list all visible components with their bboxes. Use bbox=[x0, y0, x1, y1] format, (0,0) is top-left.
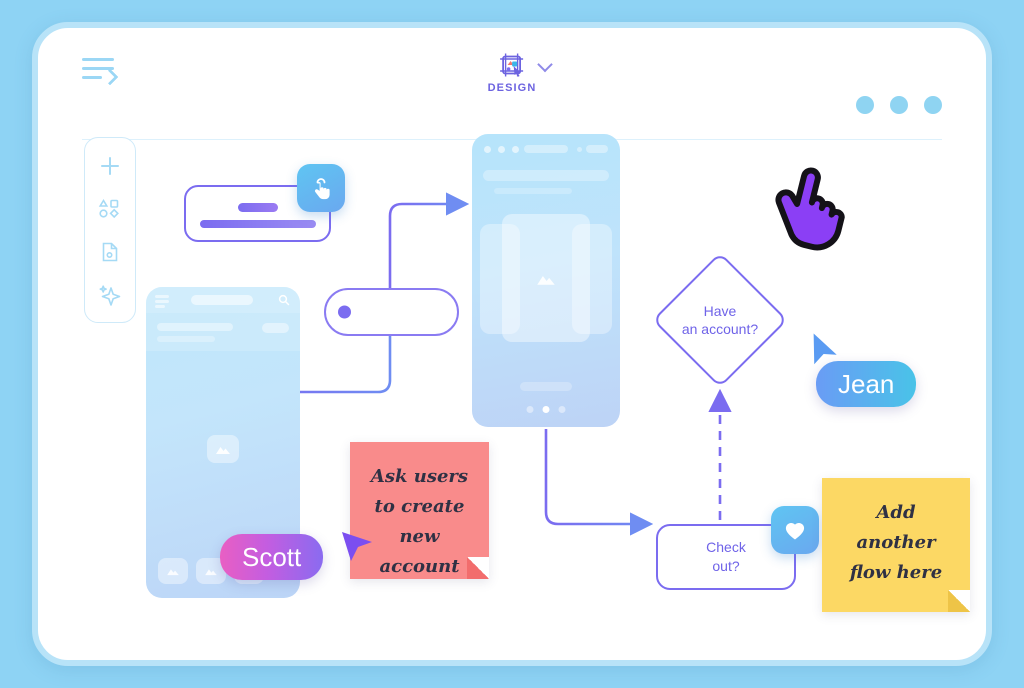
hamburger-menu-icon[interactable] bbox=[82, 58, 119, 86]
phone-mockup-center[interactable] bbox=[472, 134, 620, 427]
sticky-line-3: new account bbox=[379, 526, 460, 577]
mockup-chip bbox=[262, 323, 289, 333]
window-dot-2[interactable] bbox=[890, 96, 908, 114]
mockup-text-row bbox=[483, 170, 609, 181]
flow-connectors bbox=[254, 192, 732, 536]
mockup-search-field bbox=[191, 295, 253, 305]
diamond-label: Have an account? bbox=[656, 256, 784, 384]
sticky-line-1: Add bbox=[876, 502, 916, 523]
pointing-hand-cursor-icon bbox=[775, 167, 845, 251]
plus-icon[interactable] bbox=[97, 153, 123, 179]
mockup-carousel-side bbox=[480, 224, 520, 334]
mockup-menu-line bbox=[155, 295, 169, 298]
checkout-line-2: out? bbox=[712, 558, 740, 574]
card-input-bar bbox=[199, 220, 316, 228]
window-controls[interactable] bbox=[856, 96, 942, 114]
mockup-action-chip bbox=[586, 145, 608, 153]
window-dot-1[interactable] bbox=[856, 96, 874, 114]
app-window-inner: DESIGN bbox=[44, 34, 980, 654]
mockup-menu-line bbox=[155, 305, 165, 308]
mountain-icon bbox=[167, 569, 179, 576]
sticky-fold-corner bbox=[467, 557, 489, 579]
mockup-text-row bbox=[520, 382, 572, 391]
mockup-window-dots bbox=[484, 146, 519, 153]
heart-icon[interactable] bbox=[771, 506, 819, 554]
tap-gesture-icon[interactable] bbox=[297, 164, 345, 212]
mode-label: DESIGN bbox=[487, 82, 537, 94]
checkout-line-1: Check bbox=[706, 539, 746, 555]
sticky-fold-corner bbox=[948, 590, 970, 612]
carousel-dots[interactable] bbox=[526, 406, 566, 413]
mountain-icon bbox=[216, 447, 230, 454]
sticky-note-yellow[interactable]: Add another flow here bbox=[822, 478, 970, 612]
mockup-carousel-side bbox=[572, 224, 612, 334]
mockup-text-row bbox=[157, 323, 233, 331]
collaborator-name: Jean bbox=[838, 368, 895, 399]
search-icon bbox=[278, 294, 290, 306]
heart-glyph bbox=[785, 523, 805, 540]
jean-cursor-icon bbox=[813, 333, 837, 365]
canvas-layer: Have an account? Check out? bbox=[44, 34, 980, 654]
collaborator-badge-scott[interactable]: Scott bbox=[220, 534, 324, 580]
shapes-icon[interactable] bbox=[97, 196, 123, 222]
app-window: DESIGN bbox=[32, 22, 992, 666]
decision-diamond-node[interactable]: Have an account? bbox=[652, 252, 788, 388]
checkout-box-node[interactable]: Check out? bbox=[656, 524, 796, 590]
sticky-line-1: Ask users bbox=[370, 466, 469, 487]
sticky-line-2: another bbox=[856, 532, 936, 553]
diamond-line-2: an account? bbox=[681, 321, 759, 337]
sticky-note-pink[interactable]: Ask users to create new account bbox=[350, 442, 489, 579]
scott-cursor-icon bbox=[342, 532, 372, 561]
mode-switcher[interactable]: DESIGN bbox=[488, 52, 537, 94]
mockup-text-row bbox=[494, 188, 572, 194]
mockup-dot bbox=[577, 146, 582, 152]
mockup-carousel-card bbox=[502, 214, 590, 342]
card-label-bar bbox=[237, 203, 278, 212]
mountain-icon bbox=[205, 569, 217, 576]
window-dot-3[interactable] bbox=[924, 96, 942, 114]
mountain-icon bbox=[537, 275, 555, 285]
phone-mockup-left[interactable] bbox=[146, 287, 300, 598]
image-placeholder bbox=[158, 558, 188, 584]
tap-gesture-glyph bbox=[314, 178, 330, 200]
sticky-line-3: flow here bbox=[849, 562, 943, 583]
collaborator-badge-jean[interactable]: Jean bbox=[816, 361, 917, 407]
mockup-text-row bbox=[157, 336, 215, 342]
document-icon[interactable] bbox=[97, 239, 123, 265]
design-frame-cursor-icon bbox=[499, 52, 525, 78]
mockup-menu-line bbox=[155, 300, 169, 303]
sparkle-icon[interactable] bbox=[97, 282, 123, 308]
toggle-pill-node[interactable] bbox=[324, 288, 459, 336]
tool-rail bbox=[84, 137, 136, 323]
image-placeholder bbox=[207, 435, 239, 463]
toggle-knob[interactable] bbox=[338, 305, 351, 319]
collaborator-name: Scott bbox=[242, 541, 302, 572]
mockup-hero-band bbox=[146, 313, 300, 351]
sticky-line-2: to create bbox=[374, 496, 465, 517]
mockup-title-bar bbox=[524, 145, 568, 153]
titlebar: DESIGN bbox=[44, 34, 980, 114]
diamond-line-1: Have bbox=[703, 303, 737, 319]
design-canvas[interactable]: Have an account? Check out? bbox=[44, 34, 980, 654]
